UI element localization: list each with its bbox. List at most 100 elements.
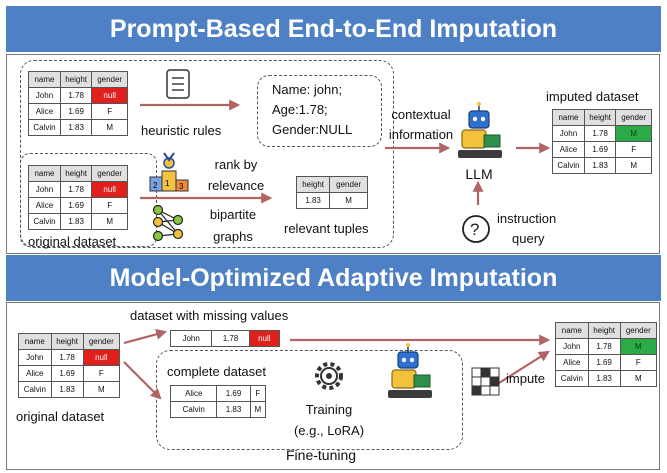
col-header: gender [82, 333, 121, 350]
cell: 1.83 [59, 213, 93, 230]
cell: 1.69 [59, 103, 93, 120]
top-original-dataset-label: original dataset [28, 234, 117, 249]
svg-text:1: 1 [165, 179, 170, 188]
top-retrieval-box [20, 60, 394, 248]
contextual-label-line1: contextual [391, 107, 451, 122]
cell: 1.83 [295, 192, 331, 209]
cell: Alice [18, 365, 52, 382]
arrow-impute [498, 350, 550, 384]
col-header: height [50, 333, 84, 350]
cell: Alice [169, 385, 218, 402]
cell: F [249, 385, 267, 402]
cell: M [82, 381, 121, 398]
cell: M [329, 192, 368, 209]
top-original-dataset-box [20, 153, 157, 247]
cell: 1.83 [216, 401, 251, 418]
cell: 1.69 [216, 385, 251, 402]
imputed-cell: M [619, 338, 658, 355]
cell: Calvin [28, 213, 61, 230]
training-label-line1: Training [305, 402, 353, 417]
bipartite-label-line2: graphs [213, 229, 253, 244]
robot-icon [388, 343, 432, 398]
impute-label: impute [506, 371, 546, 386]
cell: F [91, 197, 128, 214]
cell: Alice [28, 103, 61, 120]
cell: F [91, 103, 128, 120]
missing-values-table: John 1.78 null [169, 330, 281, 347]
cell: Calvin [555, 370, 589, 387]
top-original-table: name height gender John 1.78 null Alice … [28, 165, 128, 230]
svg-text:?: ? [470, 220, 479, 239]
complete-dataset-table: Alice 1.69 F Calvin 1.83 M [169, 385, 267, 418]
cell: 1.69 [587, 354, 621, 371]
graph-icon [152, 204, 184, 242]
cell: 1.69 [50, 365, 84, 382]
cell: 1.69 [59, 197, 93, 214]
cell: 1.78 [211, 330, 250, 347]
col-header: height [295, 176, 331, 193]
cell: 1.78 [59, 87, 93, 104]
prompt-box [257, 75, 382, 147]
cell: 1.83 [587, 370, 621, 387]
cell: F [619, 354, 658, 371]
bottom-panel [6, 302, 660, 470]
col-header: name [555, 322, 589, 339]
heuristic-rules-label: heuristic rules [141, 123, 222, 138]
relevant-tuples-label: relevant tuples [284, 221, 369, 236]
arrow-to-complete [123, 361, 162, 400]
col-header: height [583, 109, 617, 126]
svg-text:2: 2 [153, 181, 158, 190]
col-header: gender [615, 109, 652, 126]
cell: 1.83 [583, 157, 617, 174]
cell: 1.78 [583, 125, 617, 142]
col-header: gender [329, 176, 368, 193]
imputed-dataset-label: imputed dataset [546, 89, 639, 104]
prompt-line: Gender:NULL [272, 122, 353, 137]
relevant-tuples-table: height gender 1.83 M [295, 176, 368, 209]
col-header: height [59, 165, 93, 182]
cell: Calvin [28, 119, 61, 136]
missing-values-label: dataset with missing values [130, 308, 289, 323]
cell: John [18, 349, 52, 366]
cell: F [82, 365, 121, 382]
col-header: name [18, 333, 52, 350]
cell: Calvin [169, 401, 218, 418]
col-header: gender [91, 71, 128, 88]
cell: 1.83 [59, 119, 93, 136]
cell: M [249, 401, 267, 418]
cell: John [28, 87, 61, 104]
cell: 1.69 [583, 141, 617, 158]
cell: Alice [28, 197, 61, 214]
cell: John [169, 330, 213, 347]
cell: 1.78 [587, 338, 621, 355]
instruction-label-line2: query [512, 231, 545, 246]
imputed-cell: M [615, 125, 652, 142]
rank-label-line2: relevance [207, 178, 265, 193]
gear-icon [315, 362, 343, 390]
cell: 1.78 [59, 181, 93, 198]
cell: Alice [552, 141, 585, 158]
complete-dataset-label: complete dataset [167, 364, 267, 379]
question-icon: ? [462, 215, 490, 243]
instruction-label-line1: instruction [497, 211, 557, 226]
top-source-table: name height gender John 1.78 null Alice … [28, 71, 128, 136]
bottom-banner: Model-Optimized Adaptive Imputation [6, 255, 661, 301]
top-panel [6, 54, 660, 254]
prompt-line: Age:1.78; [272, 102, 328, 117]
cell: M [91, 119, 128, 136]
col-header: name [28, 71, 61, 88]
col-header: height [59, 71, 93, 88]
cell: John [552, 125, 585, 142]
podium-icon: 1 2 3 [149, 152, 189, 192]
cell: F [615, 141, 652, 158]
missing-cell: null [82, 349, 121, 366]
prompt-line: Name: john; [272, 82, 343, 97]
document-icon [166, 69, 190, 99]
cell: M [615, 157, 652, 174]
missing-cell: null [91, 87, 128, 104]
cell: 1.83 [50, 381, 84, 398]
training-label-line2: (e.g., LoRA) [293, 423, 365, 438]
contextual-label-line2: information [388, 127, 454, 142]
cell: Calvin [18, 381, 52, 398]
